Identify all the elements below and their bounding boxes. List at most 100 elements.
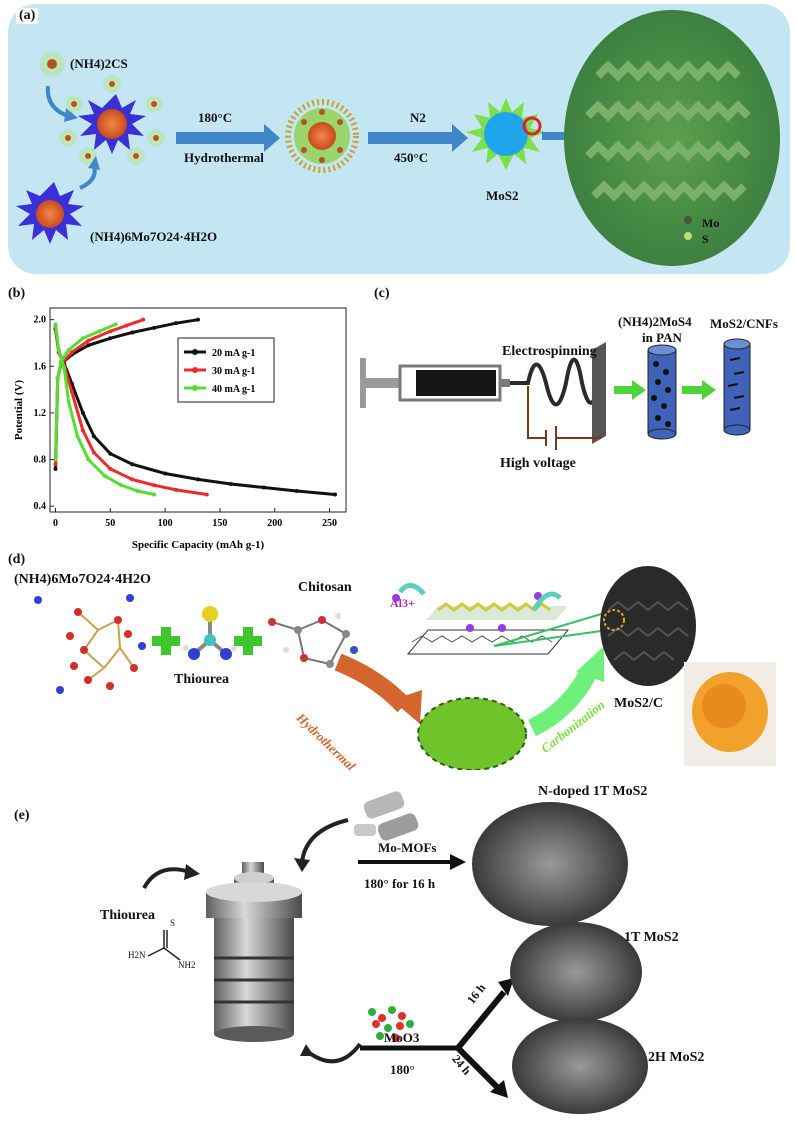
d-precursor-label: (NH4)6Mo7O24·4H2O [14, 572, 151, 587]
panel-c: (c) [360, 286, 790, 486]
legend-marker-3 [192, 385, 198, 391]
cnf-cylinder-icon [723, 338, 751, 436]
series-2-point [152, 483, 157, 488]
legend-label-2: 30 mA g-1 [212, 366, 255, 377]
series-3-point [66, 347, 71, 352]
series-1-point [196, 477, 200, 482]
x-tick-label: 200 [267, 518, 282, 529]
sem-ndoped-1t-image [472, 802, 628, 926]
legend-mo-label: Mo [702, 216, 720, 230]
thiourea-molecule-icon [183, 606, 237, 660]
urchin-intermediate-icon [285, 99, 359, 173]
series-3-point [113, 322, 118, 327]
series-3-point [80, 336, 85, 341]
series-3-point [97, 329, 102, 334]
panel-e-label: (e) [14, 808, 30, 823]
x-tick-label: 0 [53, 518, 58, 529]
green-sponge-icon [417, 697, 527, 770]
series-2-point [86, 338, 91, 343]
legend-s-label: S [702, 232, 709, 246]
x-axis-title: Specific Capacity (mAh g-1) [132, 539, 265, 551]
x-tick-label: 150 [212, 518, 227, 529]
mos2-product-label: MoS2 [486, 188, 519, 203]
series-2-point [108, 329, 113, 334]
series-3-point [62, 366, 67, 371]
in-pan-label-line1: (NH4)2MoS4 [618, 314, 692, 329]
series-3-point [53, 322, 58, 327]
series-3-point [102, 473, 107, 478]
series-3-point [66, 399, 71, 404]
y-tick-label: 0.4 [34, 501, 47, 512]
y-tick-label: 1.2 [34, 408, 47, 419]
mos2-sphere-icon [466, 98, 546, 170]
cnfs-product-label: MoS2/CNFs [710, 316, 778, 331]
series-1-point [86, 343, 91, 348]
series-1-point [53, 466, 58, 471]
series-1-point [130, 330, 135, 335]
series-3-point [86, 457, 91, 462]
series-2-point [174, 487, 179, 492]
d-product-label: MoS2/C [614, 696, 663, 711]
series-2-point [69, 389, 74, 394]
moo3-particles-icon [368, 1006, 414, 1042]
e-prod2-label: 1T MoS2 [624, 930, 679, 945]
series-1-point [228, 482, 233, 487]
panel-c-label: (c) [374, 286, 390, 301]
e-thiourea-label: Thiourea [100, 908, 155, 923]
series-1-point [130, 462, 135, 467]
syringe-icon [360, 358, 510, 408]
step2-gas-label: N2 [410, 110, 426, 125]
d-thiourea-label: Thiourea [174, 672, 229, 687]
e-struct-nh2-label: NH2 [178, 960, 196, 970]
autoclave-route-schematic [142, 791, 648, 1114]
series-1-point [174, 321, 179, 326]
e-mofs-label: Mo-MOFs [378, 840, 437, 855]
series-2-point [141, 317, 146, 322]
carbon-sphere-icon [600, 566, 696, 686]
series-2-point [53, 462, 58, 467]
molybdate-atoms [66, 608, 138, 690]
thio-sphere-icon [39, 51, 65, 77]
loaded-star-icon [59, 75, 165, 165]
series-3-point [58, 359, 63, 364]
e-cond1-label: 180° for 16 h [364, 876, 436, 891]
series-2-point [108, 466, 113, 471]
orange-sponge-photo [684, 662, 776, 766]
series-3-point [56, 347, 61, 352]
x-tick-label: 100 [158, 518, 173, 529]
chitosan-molecule-icon [271, 619, 347, 665]
series-3-point [55, 375, 60, 380]
series-1-point [108, 451, 113, 456]
panel-d: (d) [8, 550, 790, 773]
series-2-point [204, 492, 209, 497]
step2-temp-label: 450°C [394, 150, 429, 165]
series-1-point [163, 471, 168, 476]
d-chitosan-label: Chitosan [298, 580, 352, 595]
panel-a: (a) [8, 4, 790, 276]
series-3-point [135, 489, 140, 494]
series-2-point [91, 450, 96, 455]
series-1-point [91, 434, 96, 439]
step1-method-label: Hydrothermal [184, 150, 264, 165]
series-1-point [333, 492, 338, 497]
chitosan-atoms [268, 613, 358, 668]
panel-b-label: (b) [8, 286, 26, 301]
series-2-point [130, 477, 135, 482]
series-3-point [152, 492, 157, 497]
high-voltage-label: High voltage [500, 456, 576, 471]
series-2-point [69, 350, 74, 355]
panel-d-label: (d) [8, 552, 26, 567]
legend-label-1: 20 mA g-1 [212, 348, 255, 359]
autoclave-icon [206, 862, 302, 1042]
e-prod3-label: 2H MoS2 [648, 1050, 705, 1065]
fiber-jet [510, 357, 602, 407]
collector-icon [592, 342, 606, 444]
e-struct-s-label: S [170, 918, 176, 928]
y-tick-label: 0.8 [34, 455, 47, 466]
series-3-point [75, 434, 80, 439]
panel-a-label: (a) [16, 8, 39, 24]
pan-fiber-cylinder-icon [647, 344, 677, 440]
sem-1t-image [510, 922, 642, 1022]
series-3-point [119, 483, 124, 488]
electrospinning-schematic [360, 338, 751, 450]
